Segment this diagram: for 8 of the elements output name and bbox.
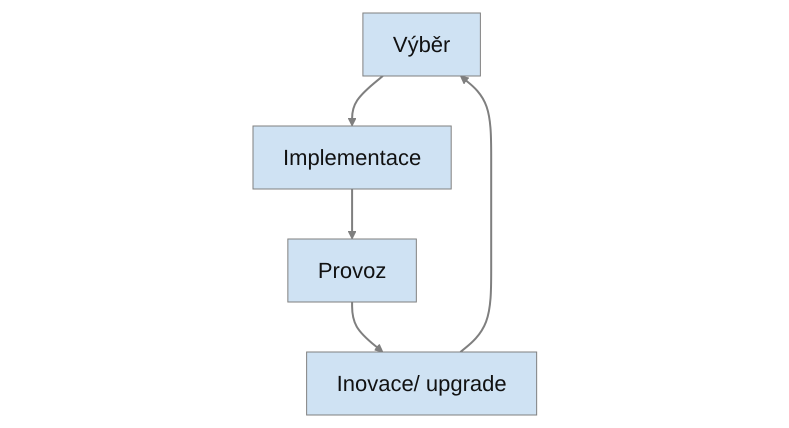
node-box: Výběr [362, 12, 481, 76]
node-box: Inovace/ upgrade [306, 352, 537, 416]
node-box: Implementace [252, 126, 452, 190]
arrow [350, 302, 383, 352]
node-box: Provoz [287, 238, 416, 302]
arrow [459, 76, 492, 353]
arrow [347, 75, 384, 126]
arrow [347, 189, 356, 240]
